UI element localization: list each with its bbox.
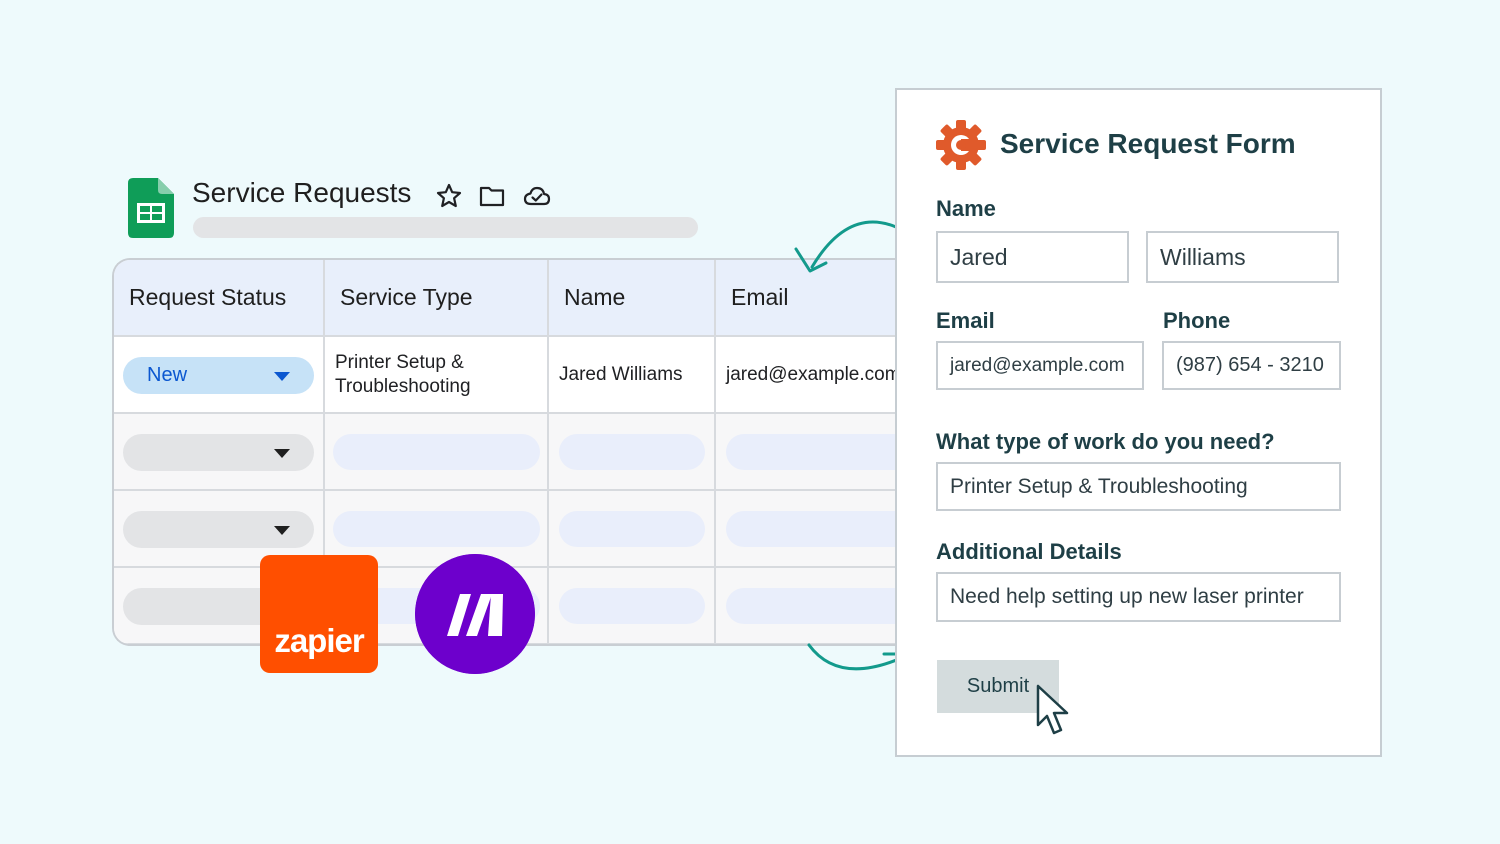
gear-logo-icon [936,120,986,170]
placeholder-bar [559,511,705,547]
work-type-input[interactable]: Printer Setup & Troubleshooting [936,462,1341,511]
status-dropdown[interactable]: New [123,357,314,394]
column-header[interactable]: Service Type [325,260,549,337]
table-row: New Printer Setup & Troubleshooting Jare… [114,337,954,414]
zapier-wordmark: zapier [274,622,364,659]
name-cell[interactable] [549,414,716,491]
column-header[interactable]: Name [549,260,716,337]
make-logo [415,554,535,674]
table-row [114,414,954,491]
service-request-form: Service Request Form Name Jared Williams… [895,88,1382,757]
placeholder-bar [559,588,705,624]
additional-details-input[interactable]: Need help setting up new laser printer [936,572,1341,622]
service-type-cell[interactable] [325,414,549,491]
name-cell[interactable] [549,568,716,644]
name-cell[interactable]: Jared Williams [549,337,716,414]
status-cell[interactable] [114,414,325,491]
dropdown-arrow-icon [274,372,290,381]
additional-details-label: Additional Details [936,539,1122,564]
dropdown-arrow-icon [274,526,290,535]
placeholder-bar [559,434,705,470]
dropdown-arrow-icon [274,449,290,458]
folder-icon[interactable] [478,182,506,210]
status-dropdown[interactable] [123,434,314,471]
cloud-icon[interactable] [523,182,551,210]
arrow-to-sheet-icon [794,220,898,273]
phone-input[interactable]: (987) 654 - 3210 [1162,341,1341,390]
email-input[interactable]: jared@example.com [936,341,1144,390]
column-header[interactable]: Request Status [114,260,325,337]
form-title: Service Request Form [1000,128,1296,159]
sheet-title: Service Requests [192,177,412,208]
google-sheets-icon [128,178,174,238]
status-dropdown[interactable] [123,511,314,548]
spreadsheet-table: Request Status Service Type Name Email N… [112,258,954,646]
work-type-label: What type of work do you need? [936,429,1275,454]
email-label: Email [936,308,995,333]
placeholder-bar [333,434,540,470]
first-name-input[interactable]: Jared [936,231,1129,283]
mouse-pointer-icon [1036,684,1069,735]
service-type-cell[interactable]: Printer Setup & Troubleshooting [325,337,549,414]
status-cell[interactable]: New [114,337,325,414]
status-value: New [147,364,188,386]
star-icon[interactable] [435,182,463,210]
zapier-logo: zapier [260,555,378,673]
placeholder-bar [333,511,540,547]
last-name-input[interactable]: Williams [1146,231,1339,283]
phone-label: Phone [1163,308,1231,333]
name-label: Name [936,196,996,221]
table-row [114,491,954,568]
name-cell[interactable] [549,491,716,568]
title-placeholder-bar [193,217,698,238]
